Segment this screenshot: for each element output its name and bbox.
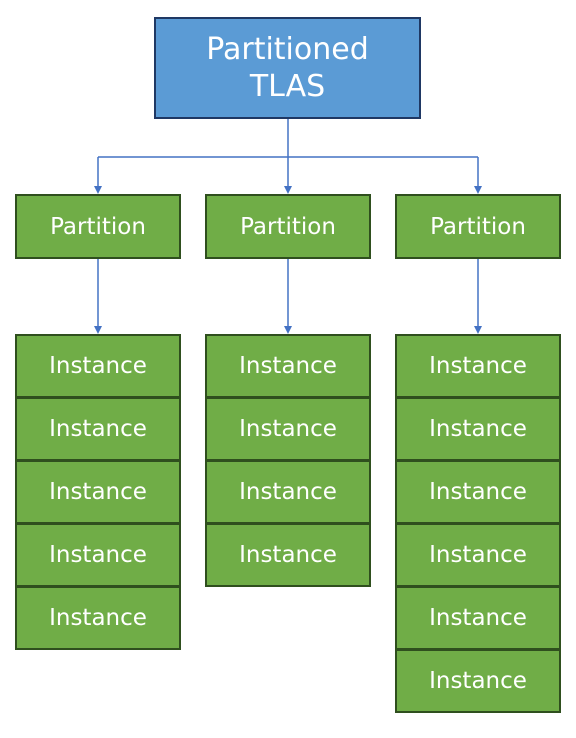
- partition-node-3: Partition: [395, 194, 561, 259]
- instance-label: Instance: [429, 416, 527, 442]
- instance-label: Instance: [429, 605, 527, 631]
- instance-node: Instance: [15, 460, 181, 524]
- instance-node: Instance: [205, 334, 371, 398]
- instance-node: Instance: [205, 523, 371, 587]
- instance-label: Instance: [49, 542, 147, 568]
- instance-node: Instance: [15, 523, 181, 587]
- root-node-label: Partitioned TLAS: [206, 31, 369, 105]
- instance-node: Instance: [15, 334, 181, 398]
- instance-label: Instance: [429, 353, 527, 379]
- instance-node: Instance: [395, 334, 561, 398]
- partition-label: Partition: [50, 213, 146, 240]
- instance-label: Instance: [239, 416, 337, 442]
- instance-label: Instance: [49, 605, 147, 631]
- instance-label: Instance: [239, 479, 337, 505]
- instance-node: Instance: [205, 397, 371, 461]
- instance-node: Instance: [395, 460, 561, 524]
- instance-label: Instance: [429, 479, 527, 505]
- instance-node: Instance: [395, 397, 561, 461]
- instance-label: Instance: [49, 416, 147, 442]
- instance-label: Instance: [239, 542, 337, 568]
- instance-node: Instance: [395, 586, 561, 650]
- instance-node: Instance: [205, 460, 371, 524]
- instance-label: Instance: [239, 353, 337, 379]
- partition-node-2: Partition: [205, 194, 371, 259]
- partition-node-1: Partition: [15, 194, 181, 259]
- instance-node: Instance: [15, 586, 181, 650]
- instance-node: Instance: [15, 397, 181, 461]
- instance-node: Instance: [395, 523, 561, 587]
- partition-label: Partition: [430, 213, 526, 240]
- partition-label: Partition: [240, 213, 336, 240]
- instance-label: Instance: [429, 542, 527, 568]
- instance-label: Instance: [429, 668, 527, 694]
- instance-node: Instance: [395, 649, 561, 713]
- instance-label: Instance: [49, 353, 147, 379]
- root-node-partitioned-tlas: Partitioned TLAS: [154, 17, 421, 119]
- instance-label: Instance: [49, 479, 147, 505]
